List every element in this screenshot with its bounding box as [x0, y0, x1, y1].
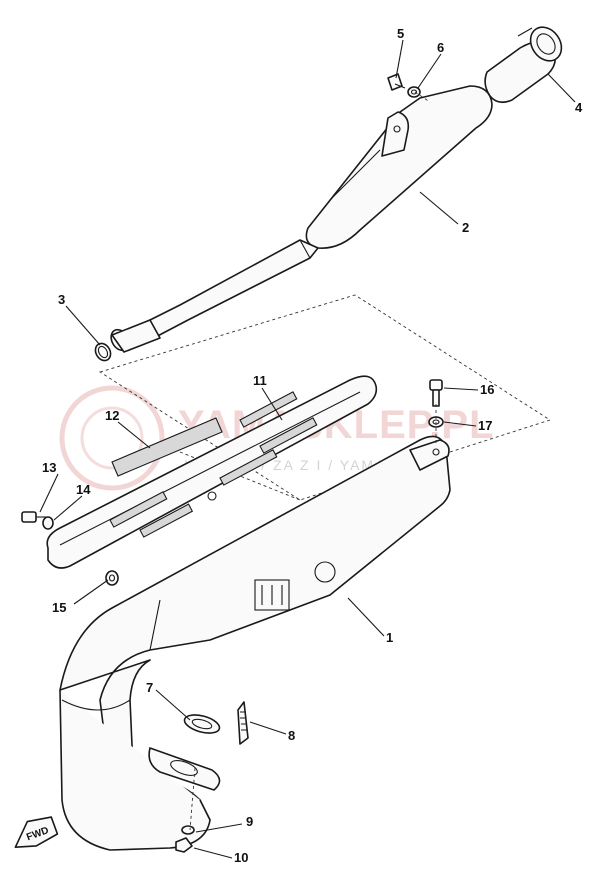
part-16-bolt [429, 379, 443, 407]
watermark-logo-circle [59, 385, 165, 491]
part-3-gasket [94, 342, 112, 362]
callout-17: 17 [478, 418, 492, 433]
part-12-strip [111, 417, 223, 477]
part-1-exhaust-chamber [59, 435, 451, 851]
part-8-stud [237, 701, 249, 745]
part-5-bolt [387, 73, 406, 91]
watermark-logo-inner [80, 406, 144, 470]
alignment-lines [189, 91, 437, 831]
callout-10: 10 [234, 850, 248, 865]
callout-5: 5 [397, 26, 404, 41]
part-14-washer [42, 516, 54, 530]
part-15-collar [105, 570, 119, 586]
callout-7: 7 [146, 680, 153, 695]
part-13-bolt [21, 511, 46, 523]
part-10-nut [175, 837, 193, 853]
callout-9: 9 [246, 814, 253, 829]
callout-13: 13 [42, 460, 56, 475]
callout-2: 2 [462, 220, 469, 235]
callout-6: 6 [437, 40, 444, 55]
part-2-silencer [110, 85, 493, 353]
callout-11: 11 [253, 373, 267, 388]
fwd-arrow: FWD [14, 816, 59, 848]
part-9-washer [181, 825, 195, 835]
callout-12: 12 [105, 408, 119, 423]
callout-4: 4 [575, 100, 583, 115]
part-11-heat-shield [46, 375, 378, 569]
callout-8: 8 [288, 728, 295, 743]
callout-16: 16 [480, 382, 494, 397]
part-4-tailpipe [484, 26, 563, 104]
callout-15: 15 [52, 600, 66, 615]
callout-3: 3 [58, 292, 65, 307]
leader-lines [39, 39, 576, 859]
callouts: 5 6 4 2 3 11 12 13 14 15 16 17 1 7 8 9 1… [42, 26, 583, 865]
part-6-washer [407, 86, 421, 98]
callout-14: 14 [76, 482, 91, 497]
callout-1: 1 [386, 630, 393, 645]
part-7-gasket [183, 714, 221, 734]
